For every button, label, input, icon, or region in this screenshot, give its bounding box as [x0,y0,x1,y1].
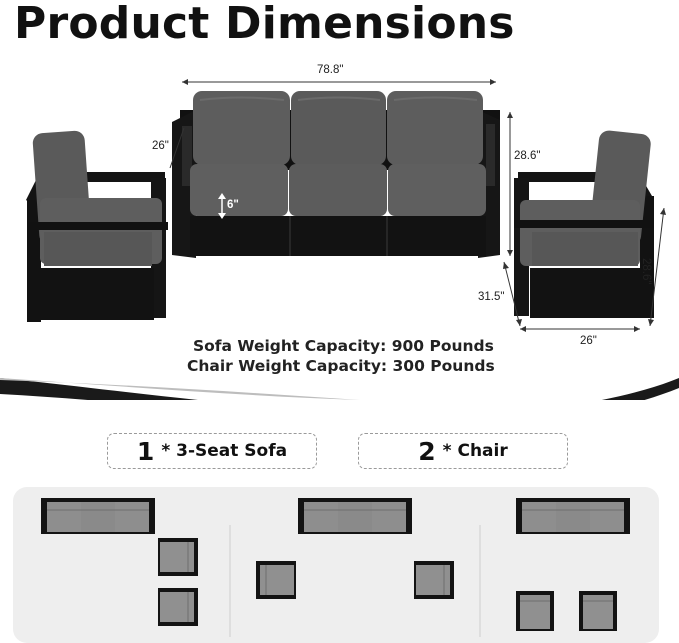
chair-quantity: 2 [418,436,436,466]
cushion-thickness-label: 6" [227,199,239,211]
sofa-label: * 3-Seat Sofa [161,441,288,461]
layout-one [40,497,199,627]
chair-width-label: 26" [580,335,597,347]
sofa-height-label: 28.6" [514,150,541,162]
sofa-capacity-text: Sofa Weight Capacity: 900 Pounds [193,337,494,355]
sofa-drawing [172,91,500,258]
chair-height-label: 28.6" [640,258,652,285]
layout-two [255,497,455,600]
arrangement-layouts-panel [13,487,659,643]
sofa-depth-label: 26" [152,140,169,152]
includes-chair-pill: 2 * Chair [358,433,568,469]
chair-capacity-text: Chair Weight Capacity: 300 Pounds [187,357,495,375]
page-title: Product Dimensions [14,0,515,49]
includes-sofa-pill: 1 * 3-Seat Sofa [107,433,317,469]
arrangement-diagrams [40,497,631,637]
furniture-illustration [0,79,679,400]
chair-depth-label: 31.5" [478,291,505,303]
sofa-quantity: 1 [136,436,155,466]
left-chair-drawing [26,130,168,322]
sofa-width-label: 78.8" [317,64,344,76]
chair-label: * Chair [442,441,508,461]
layout-three [515,497,631,632]
right-chair-drawing [514,130,654,318]
